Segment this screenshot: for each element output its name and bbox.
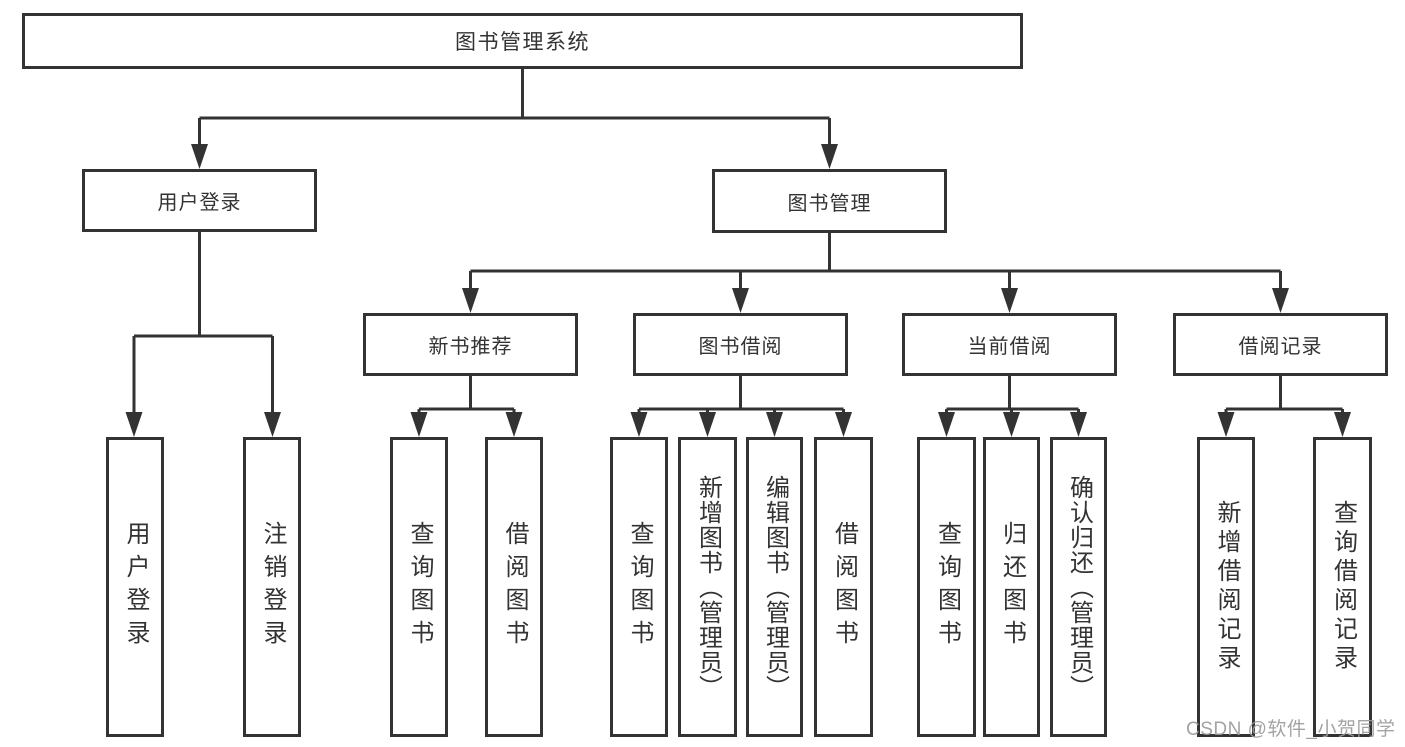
- leaf-query-books-current: 查询图书: [917, 437, 976, 737]
- leaf-add-borrow-record: 新增借阅记录: [1197, 437, 1255, 737]
- leaf-label: 借阅图书: [501, 521, 528, 653]
- node-book-management: 图书管理: [712, 169, 947, 233]
- leaf-label: 归还图书: [998, 521, 1026, 653]
- node-label: 新书推荐: [428, 336, 513, 358]
- node-label: 图书管理系统: [455, 31, 590, 54]
- leaf-label: 确认归还（管理员）: [1065, 474, 1093, 700]
- leaf-label: 新增借阅记录: [1213, 500, 1240, 674]
- leaf-query-books-borrowing: 查询图书: [610, 437, 668, 737]
- csdn-watermark: CSDN @软件_小贺同学: [1186, 719, 1396, 740]
- leaf-return-books: 归还图书: [983, 437, 1040, 737]
- leaf-confirm-return-admin: 确认归还（管理员）: [1050, 437, 1107, 737]
- leaf-label: 查询图书: [933, 521, 961, 653]
- node-current-borrowing: 当前借阅: [902, 313, 1117, 376]
- leaf-label: 用户登录: [122, 521, 149, 653]
- node-label: 当前借阅: [967, 336, 1052, 358]
- leaf-label: 注销登录: [259, 521, 286, 653]
- node-user-login: 用户登录: [82, 169, 317, 232]
- leaf-label: 查询借阅记录: [1329, 500, 1357, 674]
- leaf-label: 查询图书: [626, 521, 653, 653]
- leaf-query-borrow-record: 查询借阅记录: [1313, 437, 1372, 737]
- node-label: 用户登录: [157, 192, 242, 214]
- node-label: 借阅记录: [1238, 336, 1323, 358]
- leaf-label: 借阅图书: [830, 521, 858, 653]
- node-label: 图书管理: [787, 192, 872, 215]
- leaf-borrow-books-borrowing: 借阅图书: [814, 437, 873, 737]
- leaf-label: 查询图书: [406, 521, 433, 653]
- leaf-query-books-recommend: 查询图书: [390, 437, 448, 737]
- leaf-user-login: 用户登录: [106, 437, 164, 737]
- node-borrowing-records: 借阅记录: [1173, 313, 1388, 376]
- arrowheads: [125, 144, 1351, 437]
- leaf-label: 新增图书（管理员）: [694, 474, 722, 700]
- leaf-add-books-admin: 新增图书（管理员）: [678, 437, 737, 737]
- node-library-management-system: 图书管理系统: [22, 13, 1023, 69]
- leaf-label: 编辑图书（管理员）: [761, 474, 789, 700]
- leaf-borrow-books-recommend: 借阅图书: [485, 437, 543, 737]
- node-new-book-recommend: 新书推荐: [363, 313, 578, 376]
- node-label: 图书借阅: [698, 336, 783, 358]
- leaf-logout: 注销登录: [243, 437, 301, 737]
- node-book-borrowing: 图书借阅: [633, 313, 848, 376]
- leaf-edit-books-admin: 编辑图书（管理员）: [746, 437, 803, 737]
